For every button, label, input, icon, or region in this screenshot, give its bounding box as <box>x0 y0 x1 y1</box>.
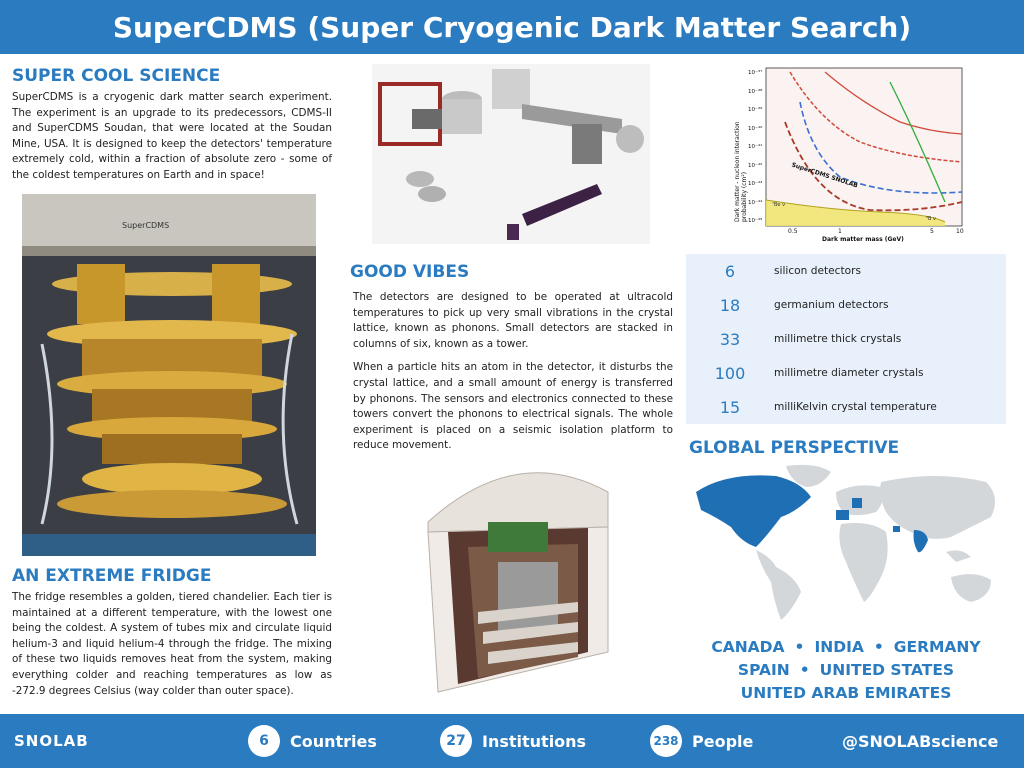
global-title: GLOBAL PERSPECTIVE <box>689 438 900 458</box>
y-tick: 10⁻⁴² <box>748 162 763 169</box>
social-handle[interactable]: @SNOLABscience <box>842 726 998 756</box>
country: INDIA <box>814 638 864 656</box>
institutions-count: 27 <box>440 725 472 757</box>
stat-row: 33 millimetre thick crystals <box>686 322 1006 356</box>
country: GERMANY <box>893 638 981 656</box>
plot-be-label: ⁷Be ν <box>772 202 785 208</box>
countries-line-2: SPAIN•UNITED STATES <box>737 661 955 679</box>
y-tick: 10⁻³⁹ <box>748 107 763 113</box>
fridge-title: AN EXTREME FRIDGE <box>12 566 212 586</box>
countries-line-3: UNITED ARAB EMIRATES <box>686 682 1006 705</box>
people-label: People <box>692 731 754 751</box>
stat-value: 100 <box>714 363 746 383</box>
countries-label: Countries <box>290 731 377 751</box>
stat-label: millimetre diameter crystals <box>774 367 924 379</box>
people-stat: 238 People <box>650 725 754 757</box>
plot-xlabel: Dark matter mass (GeV) <box>822 236 904 243</box>
country: SPAIN <box>737 661 790 679</box>
stat-row: 100 millimetre diameter crystals <box>686 356 1006 390</box>
y-tick: 10⁻⁴¹ <box>748 144 763 150</box>
stat-label: germanium detectors <box>774 299 889 311</box>
logo-text: SNOLAB <box>14 732 89 750</box>
cool-science-title: SUPER COOL SCIENCE <box>12 66 221 86</box>
snolab-logo: SNOLAB <box>14 726 89 756</box>
x-tick: 0.5 <box>788 228 798 235</box>
institutions-label: Institutions <box>482 731 587 751</box>
people-count: 238 <box>650 725 682 757</box>
page-header: SuperCDMS (Super Cryogenic Dark Matter S… <box>0 0 1024 54</box>
y-tick: 10⁻⁴⁴ <box>748 199 763 206</box>
x-tick: 5 <box>930 228 934 235</box>
stat-label: milliKelvin crystal temperature <box>774 401 937 413</box>
stat-value: 15 <box>719 397 741 417</box>
y-tick: 10⁻⁴⁵ <box>748 218 763 224</box>
plot-b-label: ⁸B ν <box>926 216 936 222</box>
country: UNITED STATES <box>819 661 955 679</box>
world-map <box>686 462 1008 626</box>
plot-yticks: 10⁻³⁷ 10⁻³⁸ 10⁻³⁹ 10⁻⁴⁰ 10⁻⁴¹ 10⁻⁴² 10⁻⁴… <box>748 64 762 231</box>
detector-render <box>418 452 614 702</box>
countries-line-1: CANADA•INDIA•GERMANY <box>711 638 981 656</box>
countries-stat: 6 Countries <box>248 725 377 757</box>
exclusion-plot: Dark matter - nucleon interaction probab… <box>730 62 966 244</box>
stat-value: 18 <box>719 295 741 315</box>
stat-row: 18 germanium detectors <box>686 288 1006 322</box>
stats-table: 6 silicon detectors 18 germanium detecto… <box>686 254 1006 424</box>
y-tick: 10⁻⁴⁰ <box>748 125 763 132</box>
stat-label: millimetre thick crystals <box>774 333 902 345</box>
y-tick: 10⁻³⁸ <box>748 88 763 95</box>
fridge-photo: SuperCDMS <box>22 194 316 556</box>
vibes-paragraph-1: The detectors are designed to be operate… <box>353 291 673 350</box>
stat-value: 6 <box>724 261 736 281</box>
x-tick: 10 <box>956 228 964 235</box>
x-tick: 1 <box>838 228 842 235</box>
stat-row: 15 milliKelvin crystal temperature <box>686 390 1006 424</box>
vibes-paragraph-2: When a particle hits an atom in the dete… <box>353 361 673 452</box>
fridge-text: The fridge resembles a golden, tiered ch… <box>12 591 332 697</box>
country: CANADA <box>711 638 785 656</box>
vibes-title: GOOD VIBES <box>350 262 470 282</box>
stat-row: 6 silicon detectors <box>686 254 1006 288</box>
experiment-render <box>372 64 650 244</box>
handle-text[interactable]: @SNOLABscience <box>842 731 999 751</box>
country: UNITED ARAB EMIRATES <box>740 684 952 702</box>
fridge-label: SuperCDMS <box>122 221 170 230</box>
y-tick: 10⁻⁴³ <box>748 181 763 187</box>
stat-value: 33 <box>719 329 741 349</box>
stat-label: silicon detectors <box>774 265 861 277</box>
page-title: SuperCDMS (Super Cryogenic Dark Matter S… <box>112 10 912 44</box>
vibes-text: The detectors are designed to be operate… <box>353 290 673 454</box>
plot-ylabel: Dark matter - nucleon interaction probab… <box>734 121 748 222</box>
y-tick: 10⁻³⁷ <box>748 70 763 76</box>
countries-list: CANADA•INDIA•GERMANY SPAIN•UNITED STATES… <box>686 636 1006 705</box>
cool-science-text: SuperCDMS is a cryogenic dark matter sea… <box>12 91 332 181</box>
institutions-stat: 27 Institutions <box>440 725 587 757</box>
page-footer: SNOLAB 6 Countries 27 Institutions 238 P… <box>0 714 1024 768</box>
countries-count: 6 <box>248 725 280 757</box>
